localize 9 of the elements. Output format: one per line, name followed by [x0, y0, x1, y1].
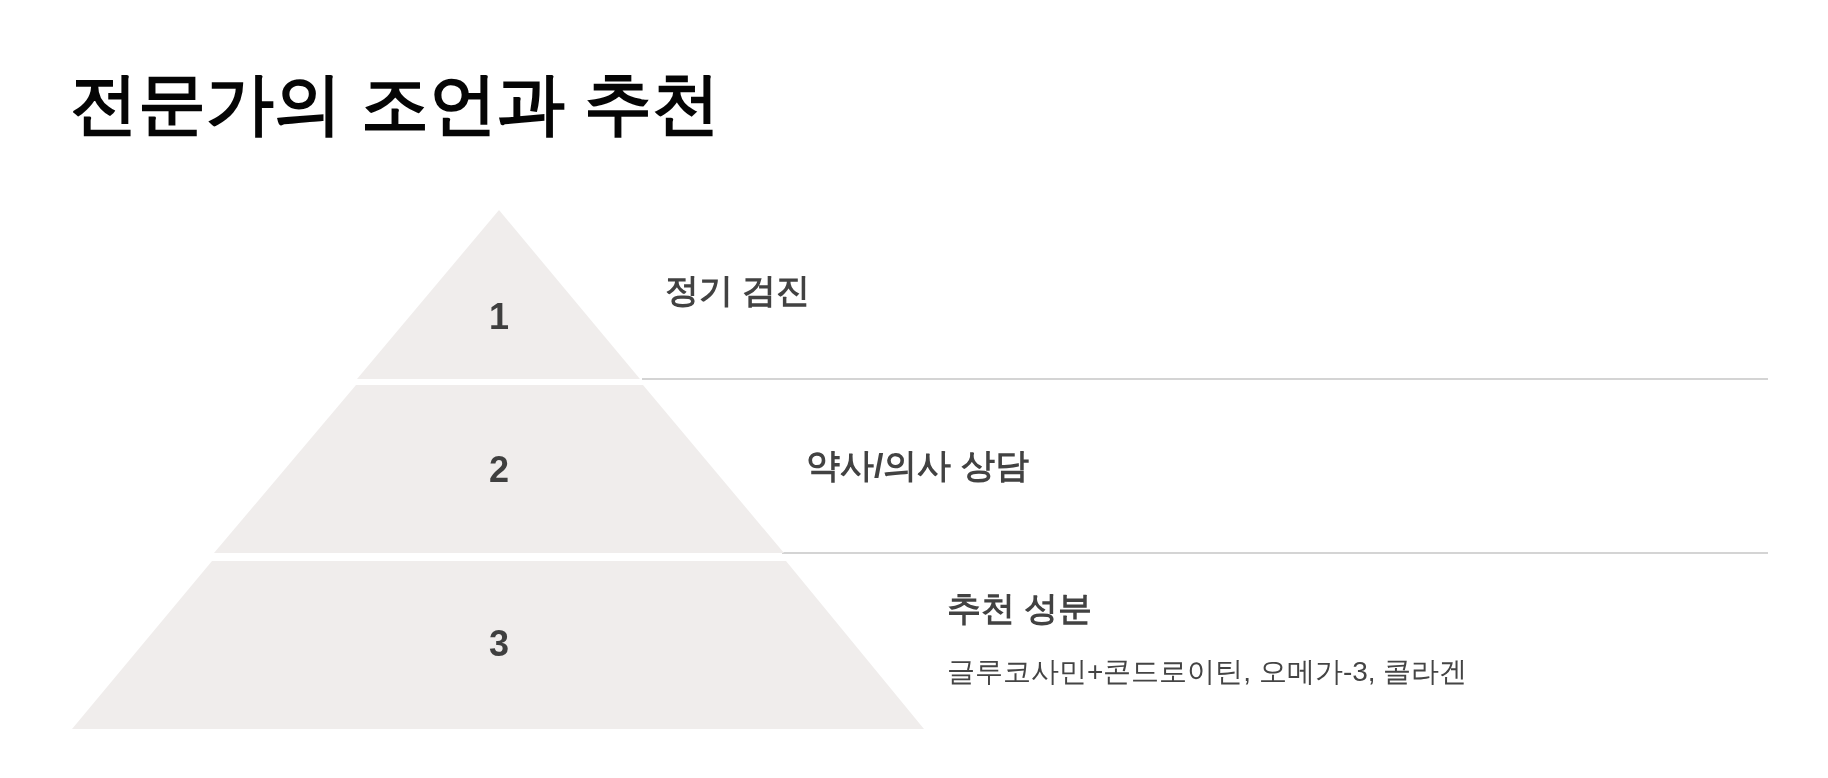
pyramid-tier [214, 385, 784, 553]
tier-heading: 약사/의사 상담 [806, 445, 1029, 485]
tier-heading: 추천 성분 [947, 588, 1093, 628]
tier-number: 3 [489, 624, 509, 664]
tier-heading: 정기 검진 [665, 270, 811, 310]
tier-number: 1 [489, 297, 509, 337]
tier-number: 2 [489, 450, 509, 490]
page-title: 전문가의 조언과 추천 [70, 64, 720, 143]
tier-description: 글루코사민+콘드로이틴, 오메가-3, 콜라겐 [947, 655, 1468, 689]
